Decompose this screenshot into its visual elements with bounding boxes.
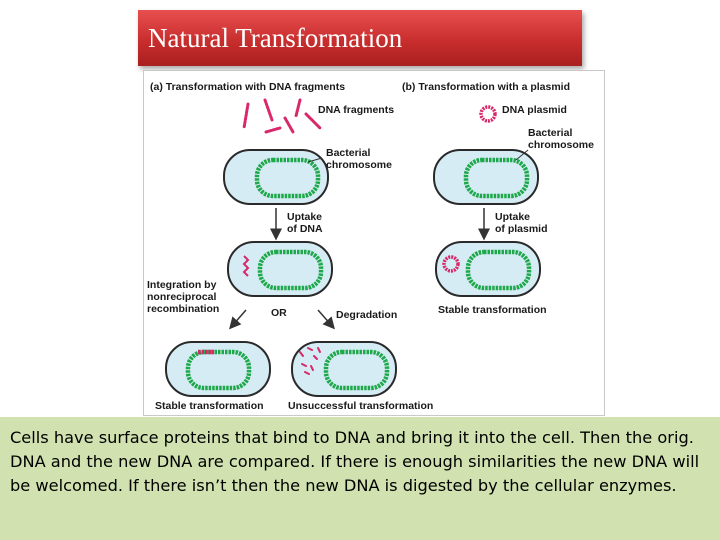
- degradation-arrow: [317, 309, 335, 330]
- integration-arrow: [229, 309, 247, 330]
- dna-plasmid-label: DNA plasmid: [502, 104, 567, 116]
- uptake-label-b-2: of plasmid: [495, 223, 548, 235]
- chromosome-label-b-1: Bacterial: [528, 127, 572, 139]
- degradation-label: Degradation: [336, 309, 397, 321]
- chromosome-label-b-2: chromosome: [528, 139, 594, 151]
- bacterial-cell-a1: [223, 149, 329, 205]
- bacterial-cell-a2: [227, 241, 333, 297]
- uptake-label-a-2: of DNA: [287, 223, 323, 235]
- internalized-dna-fragment: [242, 255, 250, 277]
- slide-title: Natural Transformation: [138, 10, 582, 66]
- slide-caption: Cells have surface proteins that bind to…: [0, 417, 720, 540]
- bacterial-chromosome-a1: [254, 157, 321, 199]
- chromosome-pointer-b: [515, 149, 529, 161]
- or-label: OR: [271, 307, 287, 319]
- uptake-label-b-1: Uptake: [495, 211, 530, 223]
- bacterial-cell-b2-stable: [435, 241, 541, 297]
- dna-fragments-label: DNA fragments: [318, 104, 394, 116]
- integration-label-2: nonreciprocal: [147, 291, 217, 303]
- internalized-plasmid: [442, 255, 460, 273]
- uptake-label-a-1: Uptake: [287, 211, 322, 223]
- bacterial-cell-a4-unsuccessful: [291, 341, 397, 397]
- panel-a-heading: (a) Transformation with DNA fragments: [150, 81, 345, 93]
- bacterial-cell-b1: [433, 149, 539, 205]
- unsuccessful-label: Unsuccessful transformation: [288, 400, 433, 412]
- bacterial-cell-a3-stable: [165, 341, 271, 397]
- chromosome-label-a-1: Bacterial: [326, 147, 370, 159]
- chromosome-label-a-2: chromosome: [326, 159, 392, 171]
- dna-plasmid: [479, 105, 497, 123]
- degraded-dna-pieces: [299, 347, 321, 375]
- integration-label-1: Integration by: [147, 279, 217, 291]
- panel-b-heading: (b) Transformation with a plasmid: [402, 81, 570, 93]
- chromosome-pointer-a: [307, 157, 323, 163]
- stable-label-b: Stable transformation: [438, 304, 547, 316]
- dna-fragments: [242, 98, 322, 134]
- integration-label-3: recombination: [147, 303, 219, 315]
- stable-label-a: Stable transformation: [155, 400, 264, 412]
